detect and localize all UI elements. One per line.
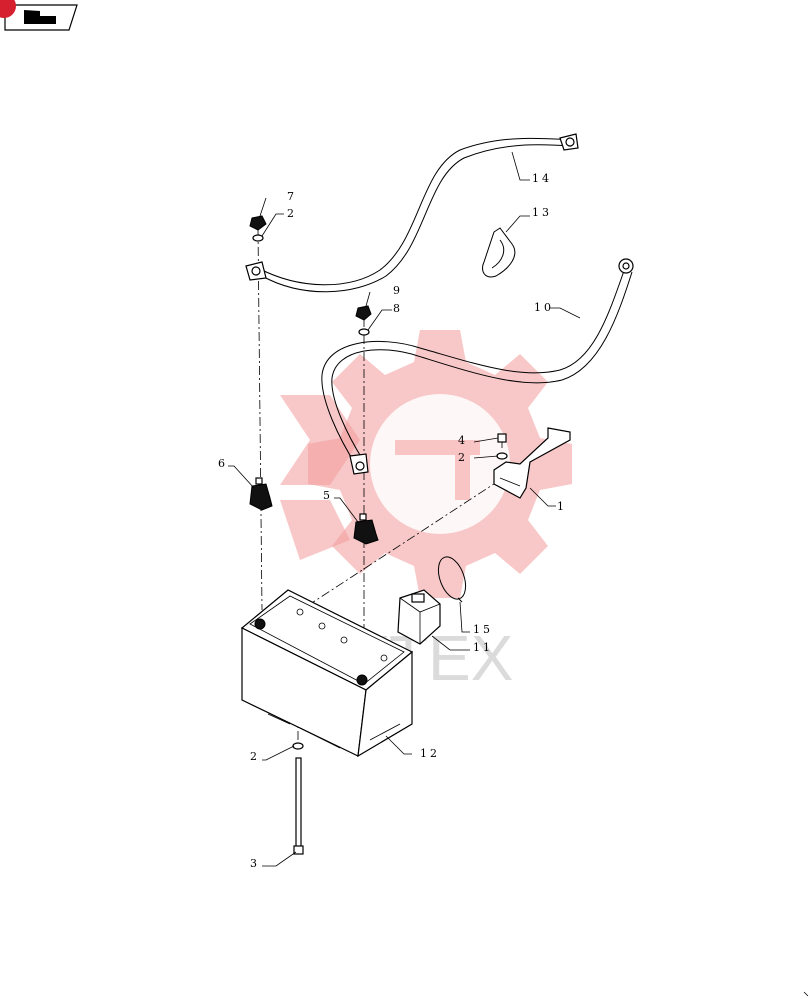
battery-12 xyxy=(240,589,414,758)
callout-9: 9 xyxy=(393,284,403,297)
bracket-1 xyxy=(493,427,571,499)
washer-2-lower xyxy=(292,742,304,750)
callout-labels: 14 13 10 7 2 9 8 4 2 1 6 5 15 11 2 12 3 xyxy=(218,172,567,870)
corner-mark xyxy=(803,991,809,997)
washer-2-upper xyxy=(252,234,264,242)
return-arrow-icon xyxy=(24,10,56,24)
nav-badge-icon xyxy=(0,0,16,18)
callout-12: 12 xyxy=(420,747,440,760)
callout-5: 5 xyxy=(323,489,333,502)
rod-3 xyxy=(293,757,304,855)
callout-13: 13 xyxy=(532,206,552,219)
washer-2-bracket xyxy=(496,452,508,460)
back-nav-tab[interactable] xyxy=(0,0,78,31)
callout-1: 1 xyxy=(557,500,567,513)
callout-3: 3 xyxy=(250,857,260,870)
cover-11 xyxy=(397,589,441,645)
callout-10: 10 xyxy=(534,301,554,314)
callout-14: 14 xyxy=(532,172,552,185)
callout-15: 15 xyxy=(473,623,493,636)
nut-9 xyxy=(355,305,372,321)
watermark-logo xyxy=(280,330,572,598)
terminal-clamp-5 xyxy=(353,513,379,545)
callout-8: 8 xyxy=(393,302,403,315)
clip-13 xyxy=(482,227,516,278)
callout-2a: 2 xyxy=(287,207,297,220)
callout-4: 4 xyxy=(458,434,468,447)
callout-2b: 2 xyxy=(458,451,468,464)
terminal-clamp-6 xyxy=(249,477,273,511)
cable-14 xyxy=(245,133,579,293)
callout-2c: 2 xyxy=(250,750,260,763)
cable-10 xyxy=(321,258,634,475)
callout-7: 7 xyxy=(287,190,297,203)
callout-leaders xyxy=(228,151,581,867)
callout-11: 11 xyxy=(473,641,493,654)
washer-8 xyxy=(358,328,370,336)
nut-7 xyxy=(249,215,267,231)
callout-6: 6 xyxy=(218,457,228,470)
tie-strap-15 xyxy=(437,556,467,603)
